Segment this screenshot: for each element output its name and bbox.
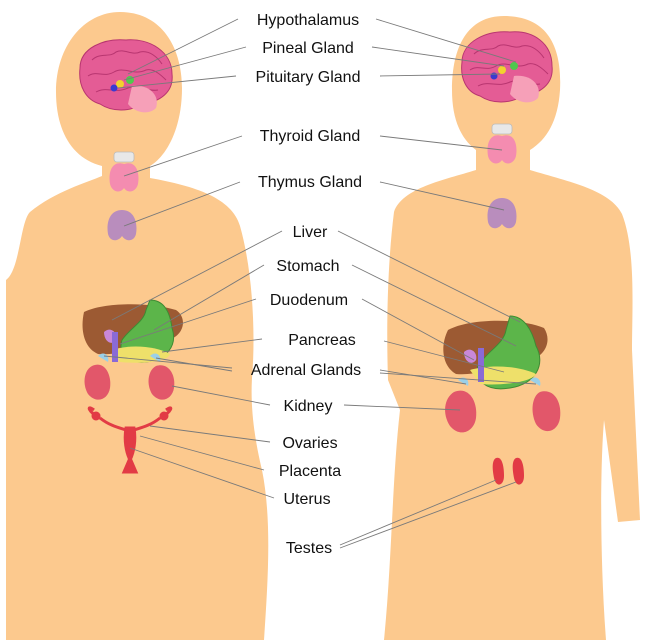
female-kidney-left — [85, 365, 111, 400]
female-thymus — [108, 210, 137, 240]
label-pituitary-gland: Pituitary Gland — [256, 69, 361, 86]
male-brain — [462, 32, 553, 103]
label-pancreas: Pancreas — [288, 332, 356, 349]
female-thyroid — [110, 152, 139, 191]
label-duodenum: Duodenum — [270, 292, 348, 309]
label-testes: Testes — [286, 540, 332, 557]
female-figure — [6, 12, 268, 640]
label-pineal-gland: Pineal Gland — [262, 40, 354, 57]
label-placenta: Placenta — [279, 463, 341, 480]
label-kidney: Kidney — [284, 398, 333, 415]
label-thyroid-gland: Thyroid Gland — [260, 128, 361, 145]
label-uterus: Uterus — [283, 491, 330, 508]
label-ovaries: Ovaries — [282, 435, 337, 452]
label-thymus-gland: Thymus Gland — [258, 174, 362, 191]
label-stomach: Stomach — [276, 258, 339, 275]
label-adrenal-glands: Adrenal Glands — [251, 362, 361, 379]
label-hypothalamus: Hypothalamus — [257, 12, 359, 29]
label-liver: Liver — [293, 224, 328, 241]
male-thymus — [488, 198, 517, 228]
male-figure — [384, 16, 640, 640]
male-thyroid — [488, 124, 517, 163]
labels: Hypothalamus Pineal Gland Pituitary Glan… — [251, 12, 362, 557]
